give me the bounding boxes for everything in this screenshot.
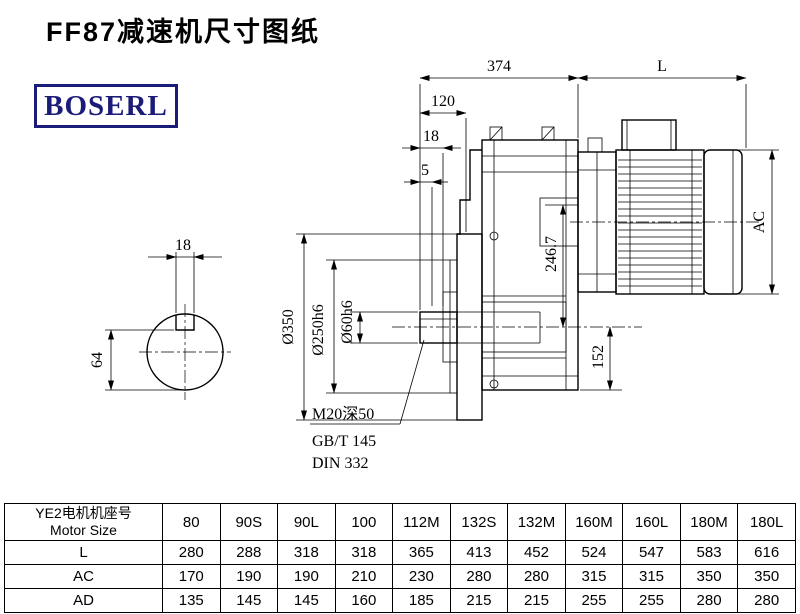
cell: 280: [679, 588, 739, 613]
cell: 318: [277, 540, 336, 565]
table-row-L: L 280 288 318 318 365 413 452 524 547 58…: [4, 540, 796, 565]
note-thread: M20深50: [312, 405, 374, 423]
dim-120-label: 120: [431, 93, 455, 110]
cell: 318: [334, 540, 394, 565]
col-header: 180M: [679, 503, 739, 541]
cell: 230: [392, 564, 451, 589]
cell: 350: [679, 564, 739, 589]
dim-374-label: 374: [487, 58, 511, 75]
cell: 616: [737, 540, 796, 565]
col-header: 160L: [622, 503, 681, 541]
cell: 547: [622, 540, 681, 565]
cell: 135: [162, 588, 221, 613]
row-label: AD: [4, 588, 163, 613]
dimension-annotations: 374 L 120 18 5 AC 246.7 152: [280, 58, 779, 472]
dim-246-label: 246.7: [543, 236, 560, 272]
technical-drawing: 18 64: [89, 58, 779, 472]
table-row-AC: AC 170 190 190 210 230 280 280 315 315 3…: [4, 564, 796, 589]
cell: 190: [277, 564, 336, 589]
col-header: 132S: [449, 503, 509, 541]
cell: 280: [162, 540, 221, 565]
cell: 190: [219, 564, 279, 589]
cell: 583: [679, 540, 739, 565]
note-gbt: GB/T 145: [312, 433, 376, 450]
table-header-row: YE2电机机座号 Motor Size 80 90S 90L 100 112M …: [4, 503, 796, 541]
motor-size-table: YE2电机机座号 Motor Size 80 90S 90L 100 112M …: [4, 503, 796, 613]
col-header: 80: [162, 503, 221, 541]
cell: 215: [507, 588, 566, 613]
motor-side-view: [570, 119, 762, 295]
key-width-label: 18: [175, 237, 191, 254]
dia-60-label: Ø60h6: [339, 300, 356, 344]
dim-5-label: 5: [421, 162, 429, 179]
col-header: 132M: [507, 503, 566, 541]
col-header: 112M: [392, 503, 451, 541]
cell: 280: [507, 564, 566, 589]
col-header: 100: [334, 503, 394, 541]
cell: 288: [219, 540, 279, 565]
col-header: 90L: [277, 503, 336, 541]
cell: 210: [334, 564, 394, 589]
cell: 160: [334, 588, 394, 613]
page-title: FF87减速机尺寸图纸: [46, 17, 321, 47]
motor-fins: [618, 159, 702, 287]
cell: 524: [564, 540, 624, 565]
key-height-label: 64: [89, 352, 106, 368]
dim-AC-label: AC: [751, 211, 768, 233]
col-header: 180L: [737, 503, 796, 541]
terminal-box: [621, 119, 677, 151]
cell: 452: [507, 540, 566, 565]
cell: 185: [392, 588, 451, 613]
logo-boserl: BOSERL: [34, 84, 178, 128]
cell: 315: [622, 564, 681, 589]
cell: 215: [449, 588, 509, 613]
cell: 350: [737, 564, 796, 589]
cell: 413: [449, 540, 509, 565]
cell: 145: [219, 588, 279, 613]
cell: 145: [277, 588, 336, 613]
table-row-AD: AD 135 145 145 160 185 215 215 255 255 2…: [4, 588, 796, 613]
shaft-end-view: 18 64: [89, 237, 231, 400]
cell: 365: [392, 540, 451, 565]
cell: 255: [622, 588, 681, 613]
col-header: 160M: [564, 503, 624, 541]
dia-350-label: Ø350: [280, 309, 297, 345]
gearbox-side-view: [392, 126, 642, 421]
cell: 255: [564, 588, 624, 613]
note-din: DIN 332: [312, 455, 368, 472]
motor-size-header: YE2电机机座号 Motor Size: [4, 503, 163, 541]
dim-152-label: 152: [590, 345, 607, 369]
cell: 280: [449, 564, 509, 589]
cell: 315: [564, 564, 624, 589]
cell: 280: [737, 588, 796, 613]
dim-18-label: 18: [423, 128, 439, 145]
table-header-cn: YE2电机机座号: [35, 504, 132, 521]
row-label: L: [4, 540, 163, 565]
dim-L-label: L: [657, 58, 667, 75]
col-header: 90S: [219, 503, 279, 541]
dia-250-label: Ø250h6: [310, 304, 327, 356]
row-label: AC: [4, 564, 163, 589]
cell: 170: [162, 564, 221, 589]
table-header-en: Motor Size: [50, 522, 117, 538]
